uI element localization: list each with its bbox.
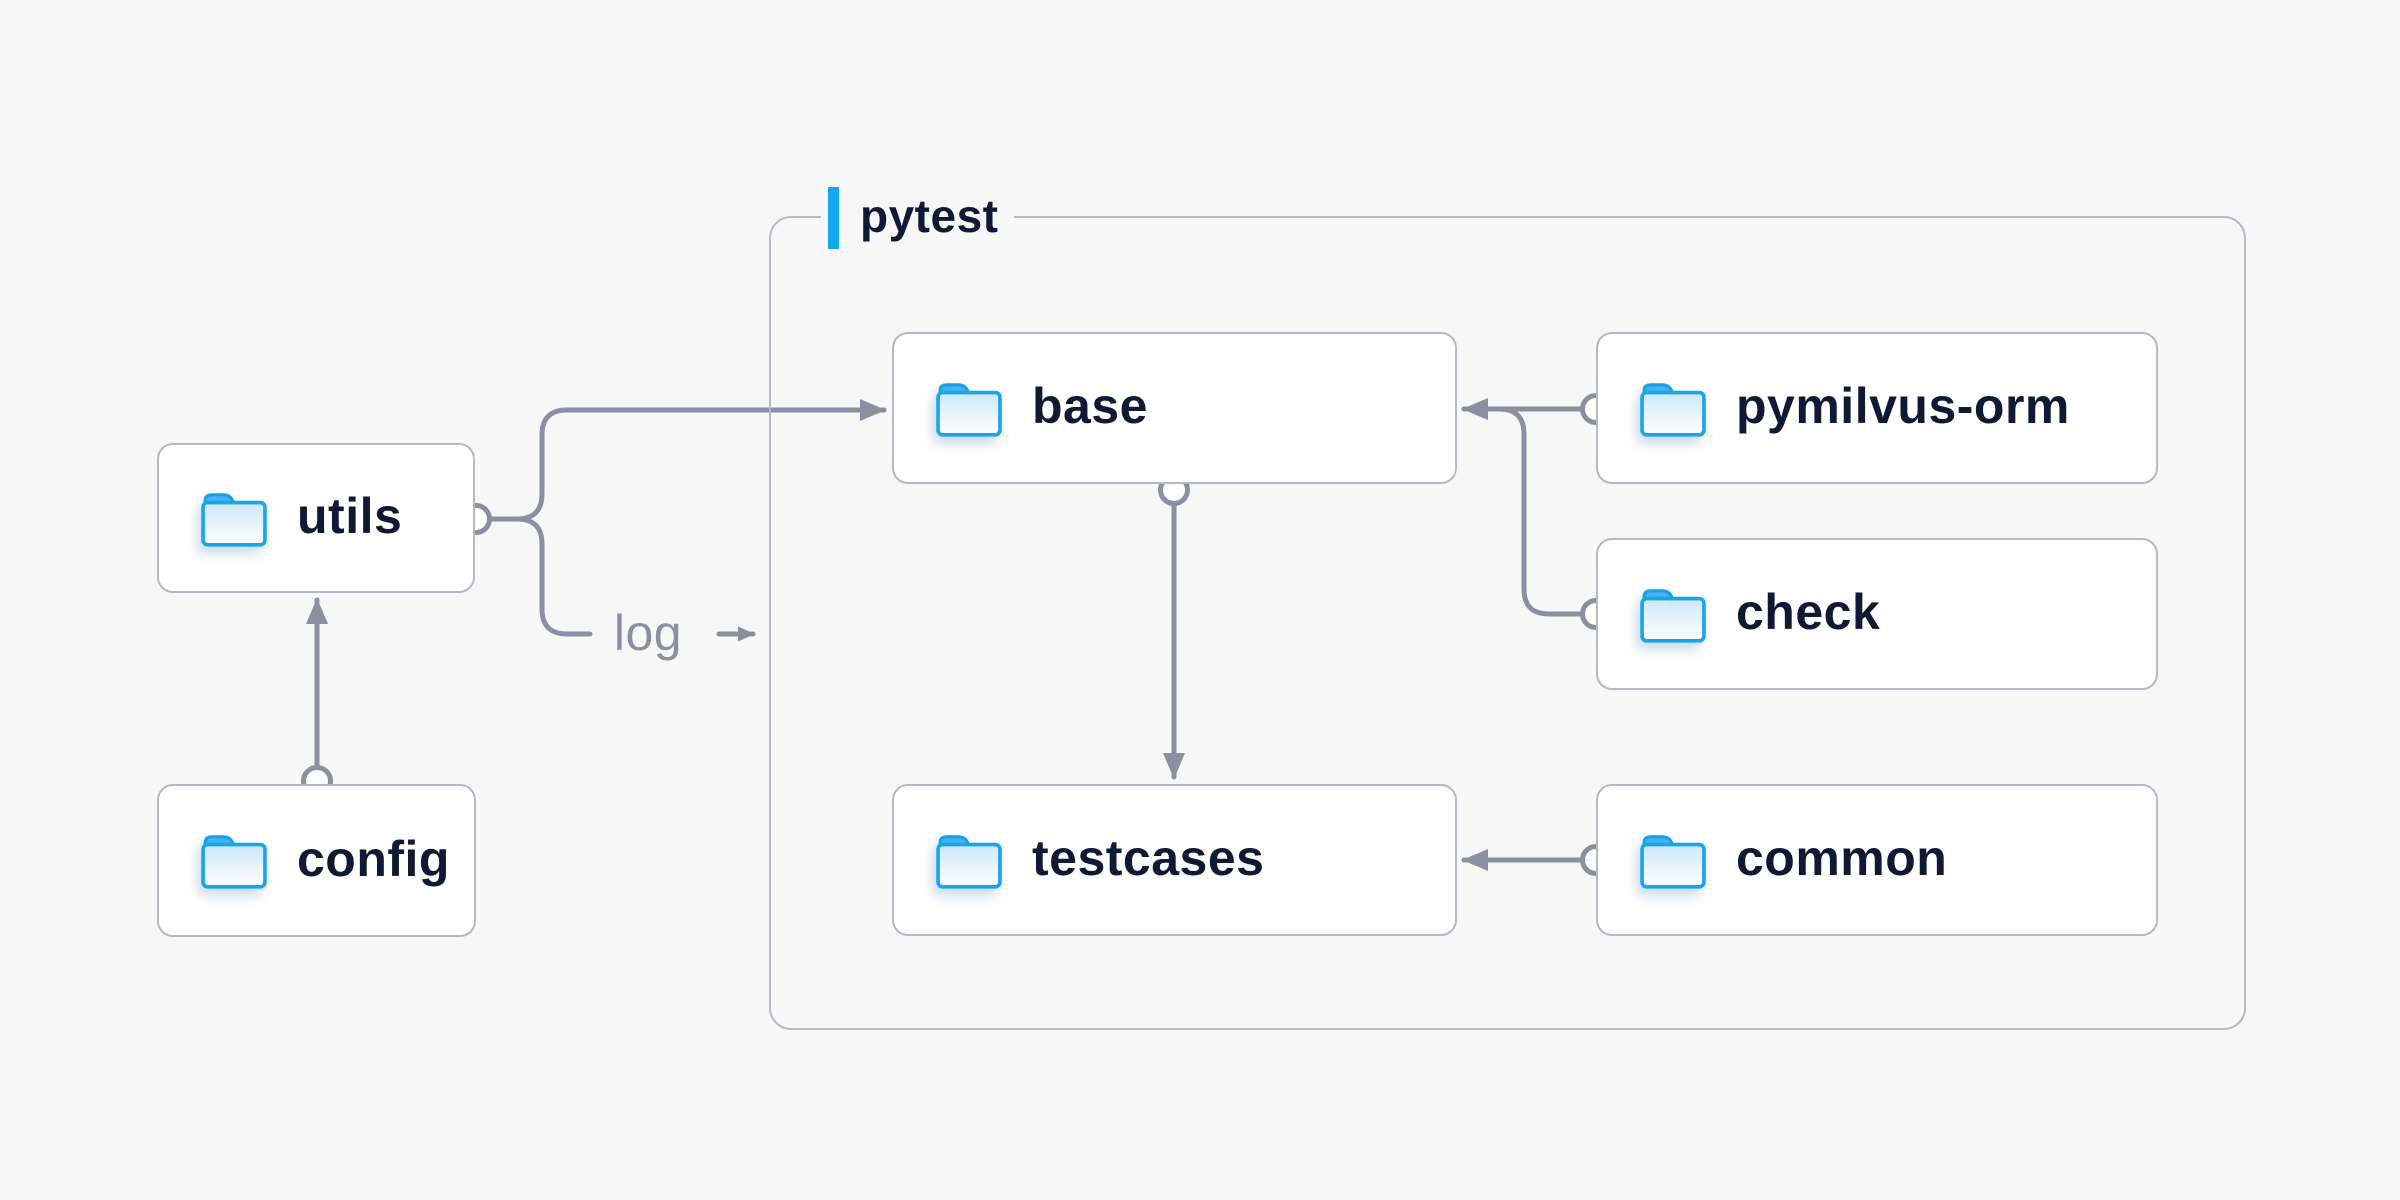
node-utils: utils xyxy=(157,443,475,593)
node-label: common xyxy=(1736,830,1948,886)
node-check: check xyxy=(1596,538,2158,690)
folder-icon xyxy=(201,835,267,889)
folder-icon xyxy=(1640,588,1706,643)
folder-icon xyxy=(201,492,267,547)
node-label: base xyxy=(1032,378,1148,434)
folder-icon xyxy=(1640,834,1706,889)
node-label: testcases xyxy=(1032,830,1265,886)
group-label-text: pytest xyxy=(860,190,999,242)
node-label: utils xyxy=(297,488,403,544)
folder-icon xyxy=(1640,382,1706,437)
node-base: base xyxy=(892,332,1457,484)
node-label: pymilvus-orm xyxy=(1736,378,2070,434)
node-common: common xyxy=(1596,784,2158,936)
edge-label-log: log xyxy=(613,605,683,661)
accent-bar xyxy=(828,187,839,249)
node-config: config xyxy=(157,784,476,937)
node-pymilvus-orm: pymilvus-orm xyxy=(1596,332,2158,484)
node-label: check xyxy=(1736,584,1881,640)
node-testcases: testcases xyxy=(892,784,1457,936)
edge-utils-log xyxy=(514,516,593,637)
folder-icon xyxy=(936,382,1002,437)
pytest-group-label: pytest xyxy=(821,187,1015,249)
pytest-group: pytest xyxy=(769,187,2246,1030)
node-label: config xyxy=(297,830,450,887)
folder-icon xyxy=(936,834,1002,889)
